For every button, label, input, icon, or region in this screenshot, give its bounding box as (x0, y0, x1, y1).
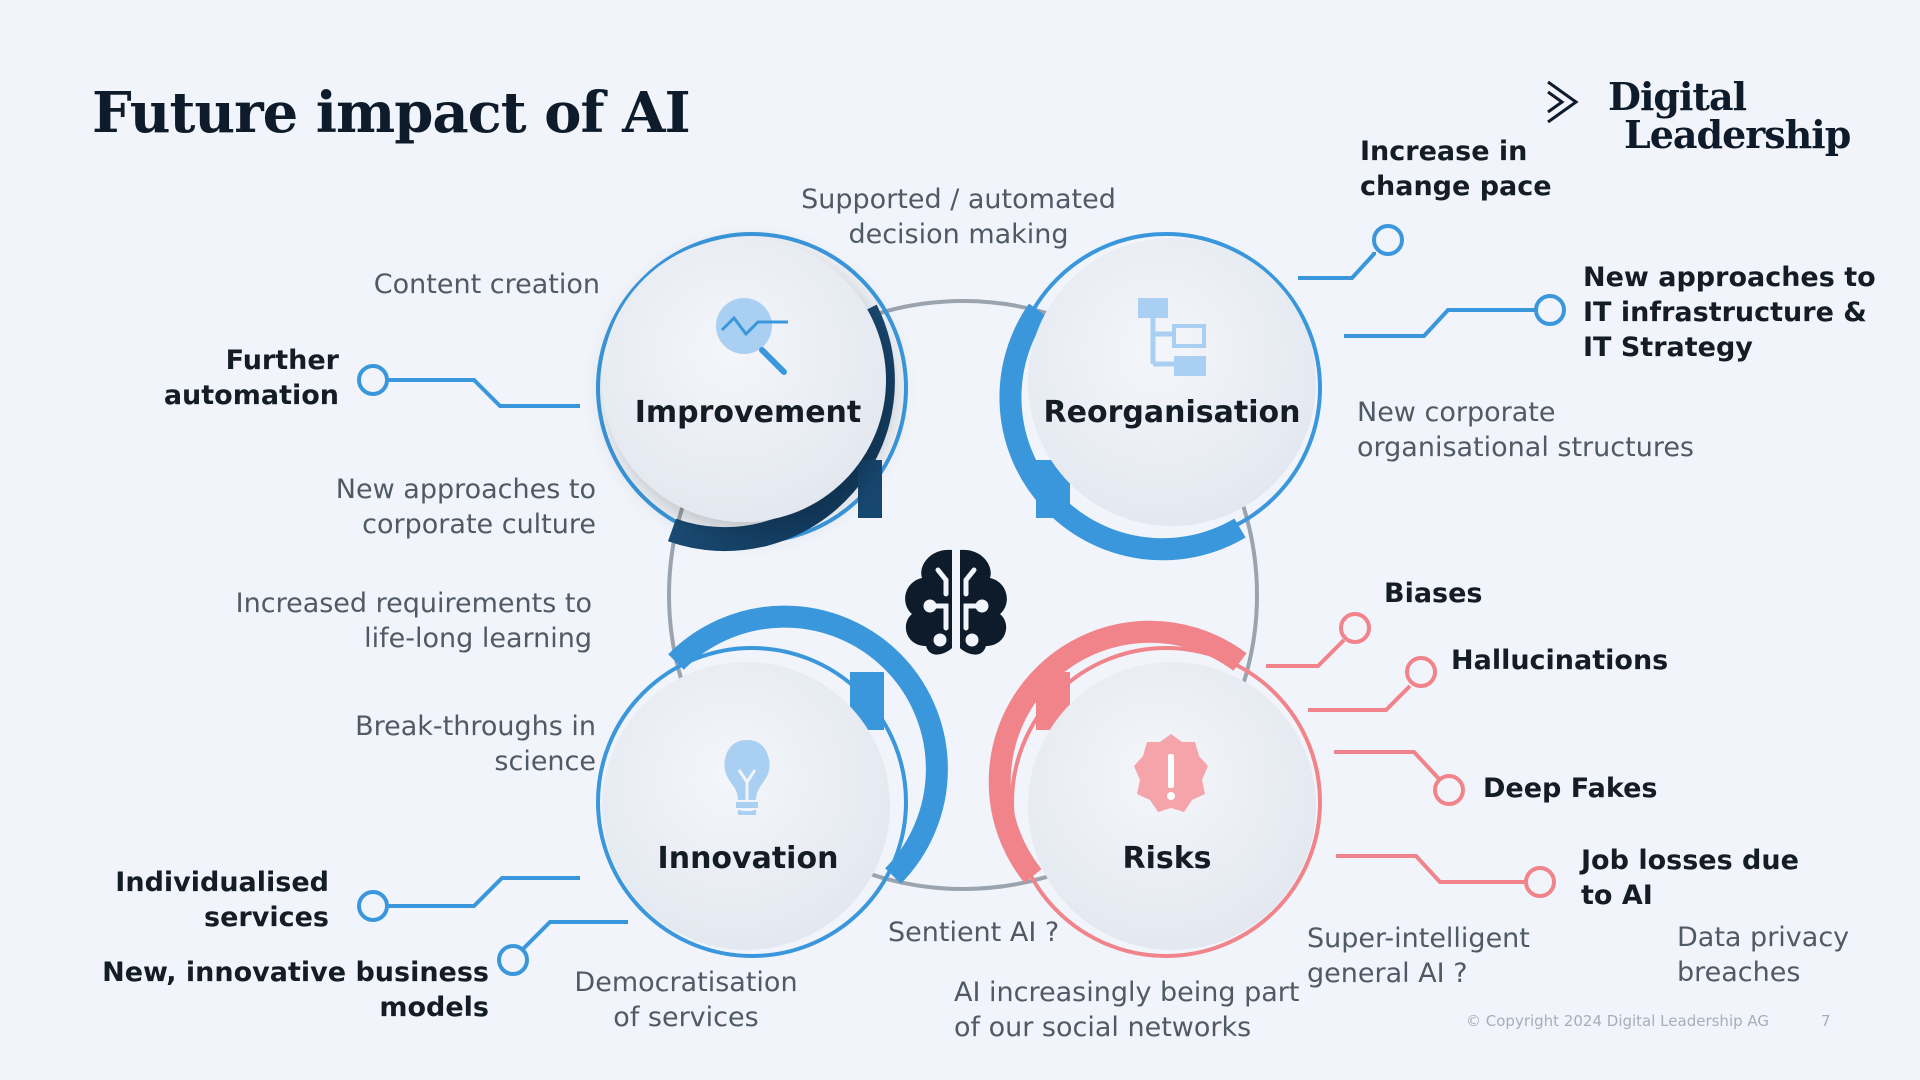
label-sentient-ai: Sentient AI ? (888, 917, 1060, 948)
innovation-circle (596, 605, 948, 958)
quadrant-label-improvement: Improvement (634, 395, 862, 430)
connector-biases (1266, 612, 1371, 668)
connector-change-pace (1298, 224, 1404, 280)
connectors (357, 224, 1566, 976)
connector-further-automation (357, 364, 580, 408)
connector-ring (667, 299, 1259, 891)
quadrant-label-risks: Risks (1122, 841, 1212, 876)
improvement-circle (596, 232, 908, 552)
connector-business-models (497, 920, 628, 976)
label-biases: Biases (1384, 578, 1483, 609)
quadrant-label-innovation: Innovation (657, 841, 839, 876)
magnifier-chart-icon (716, 298, 788, 375)
connector-individualised-services (357, 876, 580, 922)
org-chart-icon (1138, 298, 1206, 376)
logo-text-line2: Leadership (1624, 112, 1851, 157)
label-deep-fakes: Deep Fakes (1483, 773, 1658, 804)
connector-deep-fakes (1334, 750, 1465, 806)
lightbulb-icon (724, 740, 770, 815)
connector-hallucinations (1308, 656, 1437, 712)
logo-text-line1: Digital (1608, 74, 1747, 119)
reorganisation-circle (999, 232, 1322, 561)
label-content-creation: Content creation (373, 269, 600, 300)
brain-icon (905, 549, 1007, 655)
page-number: 7 (1821, 1012, 1831, 1030)
connector-it-infrastructure (1344, 294, 1566, 338)
connector-job-losses (1336, 854, 1556, 898)
logo: Digital Leadership (1542, 74, 1851, 174)
label-hallucinations: Hallucinations (1451, 645, 1669, 676)
warning-shield-icon (1134, 734, 1208, 812)
copyright-text: © Copyright 2024 Digital Leadership AG (1466, 1012, 1770, 1030)
quadrant-label-reorganisation: Reorganisation (1043, 395, 1301, 430)
page-title: Future impact of AI (92, 80, 691, 146)
chevron-right-icon (1547, 80, 1579, 124)
